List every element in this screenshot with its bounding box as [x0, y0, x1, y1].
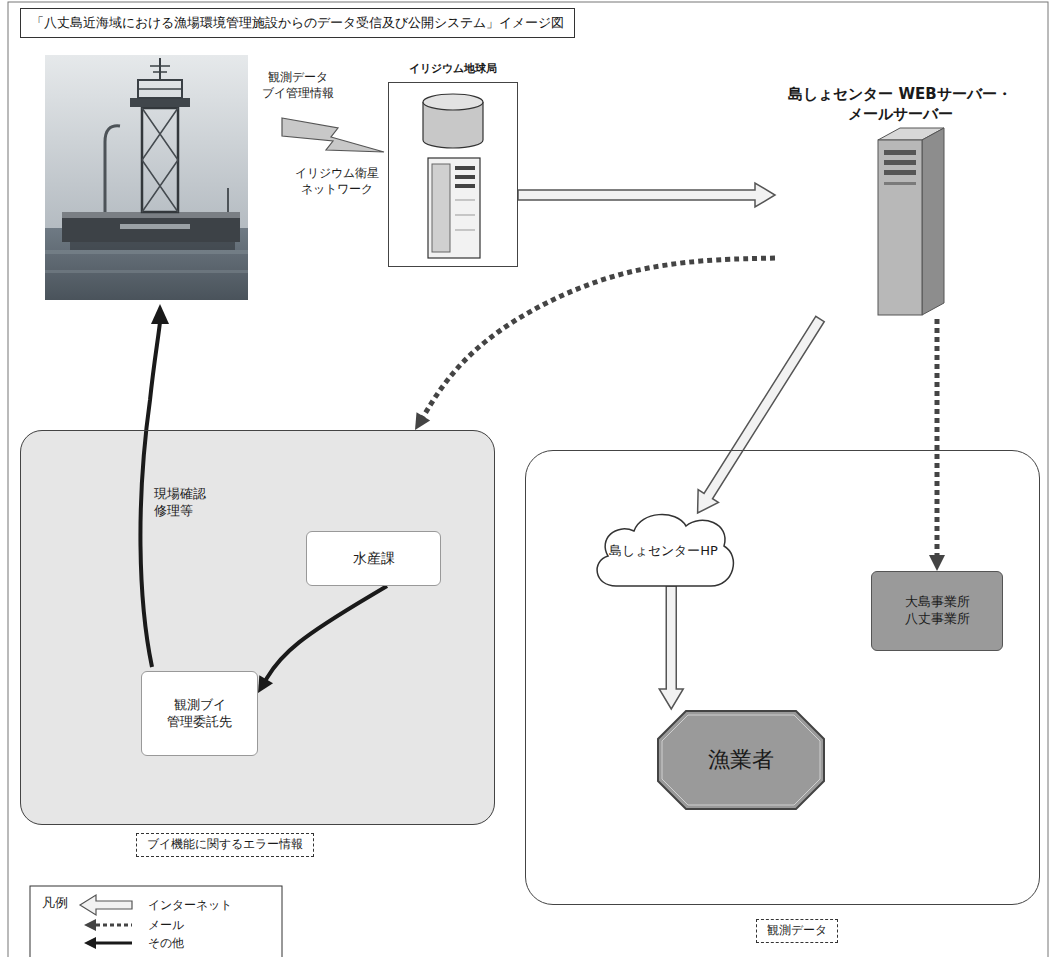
mail-arrow	[415, 258, 775, 430]
ground-station: イリジウム地球局	[388, 62, 518, 267]
error-panel: ブイ機能に関するエラー情報水産課観測ブイ 管理委託先	[20, 430, 495, 825]
internet-sample	[80, 895, 132, 915]
server-label: 島しょセンター WEBサーバー・メールサーバー	[775, 85, 1025, 124]
panel-caption: 観測データ	[767, 923, 827, 939]
legend-text: メール	[148, 918, 184, 934]
buoy-photo	[45, 55, 248, 300]
ground-station-art	[423, 94, 483, 258]
fishers-octagon: 漁業者	[656, 709, 826, 811]
mail-sample-head	[84, 919, 96, 931]
legend-entry: その他	[148, 936, 184, 952]
other-line	[263, 586, 387, 684]
mail-line	[935, 319, 940, 561]
legend-entry: メール	[148, 918, 184, 934]
office-box: 大島事業所 八丈事業所	[871, 571, 1003, 651]
data-panel: 観測データ島しょセンターHP漁業者大島事業所 八丈事業所	[525, 450, 1040, 905]
arrow-head	[929, 555, 945, 571]
legend-box	[30, 886, 282, 957]
box-label: 観測ブイ 管理委託先	[150, 697, 249, 731]
link-label: イリジウム衛星 ネットワーク	[288, 166, 386, 197]
contractor-box: 観測ブイ 管理委託先	[141, 671, 258, 756]
panel-caption: ブイ機能に関するエラー情報	[147, 837, 303, 853]
station-label: イリジウム地球局	[388, 62, 518, 82]
box-label: 大島事業所 八丈事業所	[880, 594, 994, 628]
arrow-head	[415, 412, 430, 430]
homepage-cloud: 島しょセンターHP	[586, 501, 741, 601]
legend-text: インターネット	[148, 898, 232, 914]
office-box: 水産課	[306, 531, 441, 586]
outer-frame	[8, 2, 1048, 957]
legend-text: その他	[148, 936, 184, 952]
mail-line	[420, 258, 775, 421]
internet-arrow-body	[518, 183, 775, 207]
internet-arrow-body	[698, 316, 825, 513]
station-frame	[388, 82, 518, 267]
other-sample	[96, 942, 132, 945]
internet-arrow	[698, 316, 825, 513]
legend-entry: インターネット	[148, 898, 232, 914]
diagram-title: 「八丈島近海域における漁場環境管理施設からのデータ受信及び公開システム」イメージ…	[20, 8, 575, 38]
other-arrow	[258, 586, 387, 693]
mail-arrow	[929, 319, 945, 571]
internet-arrow-body	[659, 586, 683, 709]
cloud-label: 島しょセンターHP	[609, 543, 718, 560]
panel-ground	[525, 450, 1040, 905]
arrow-label: 現場確認 修理等	[154, 486, 216, 520]
server-node: 島しょセンター WEBサーバー・メールサーバー	[775, 85, 1025, 319]
octagon-label: 漁業者	[708, 746, 774, 775]
internet-arrow	[518, 183, 775, 207]
panel-ground	[20, 430, 495, 825]
satellite-link-bolt	[282, 118, 384, 152]
caption-frame: 観測データ	[756, 919, 838, 943]
arrow-head	[258, 675, 273, 693]
server-icon	[878, 128, 944, 315]
legend-heading: 凡例	[42, 895, 82, 912]
internet-arrow	[659, 586, 683, 709]
link-label: 観測データ ブイ管理情報	[250, 70, 345, 101]
service-arrow	[140, 304, 169, 667]
mail-sample	[96, 924, 132, 927]
other-sample-head	[84, 937, 96, 949]
caption-frame: ブイ機能に関するエラー情報	[136, 833, 314, 857]
box-label: 水産課	[353, 549, 395, 567]
